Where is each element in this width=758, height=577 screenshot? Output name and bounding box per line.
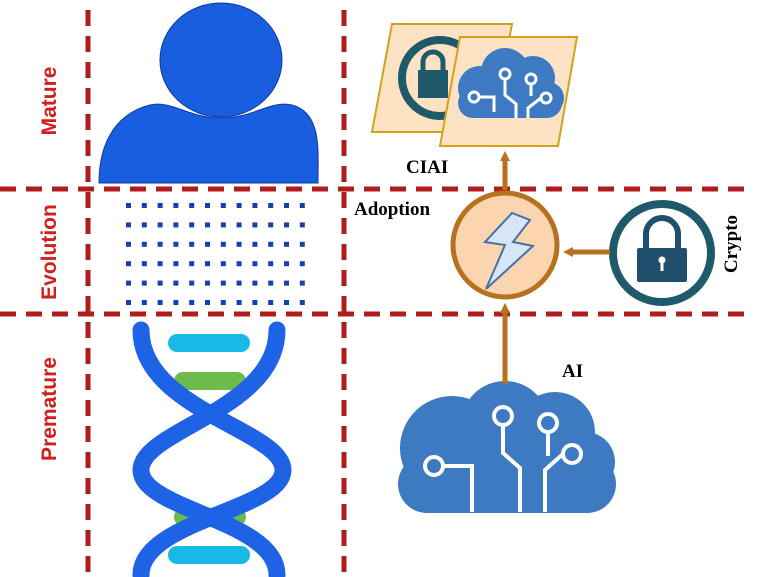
- grid-dot: [126, 241, 131, 247]
- grid-dot: [268, 261, 274, 267]
- grid-dot: [157, 241, 163, 247]
- row-label-mature: Mature: [38, 67, 61, 136]
- grid-dot: [268, 280, 274, 286]
- grid-dot: [141, 203, 147, 208]
- grid-dot: [252, 261, 258, 267]
- grid-dot: [205, 203, 210, 208]
- grid-dot: [299, 280, 305, 286]
- grid-dot: [236, 222, 242, 228]
- grid-dot: [220, 261, 226, 267]
- grid-dot: [126, 222, 131, 228]
- grid-dot: [284, 261, 289, 267]
- grid-dot: [189, 261, 195, 267]
- padlock-circle-icon: [609, 200, 715, 306]
- grid-dot: [284, 241, 289, 247]
- grid-dot: [284, 203, 289, 208]
- grid-dot: [205, 261, 210, 267]
- ai-brain-card-icon: [438, 36, 579, 147]
- label-crypto: Crypto: [721, 215, 742, 273]
- grid-dot: [126, 261, 131, 267]
- grid-dot: [284, 222, 289, 228]
- grid-dot: [173, 241, 179, 247]
- grid-dot: [236, 203, 242, 208]
- grid-dot: [173, 280, 179, 286]
- grid-dot: [189, 241, 195, 247]
- grid-dot: [126, 280, 131, 286]
- grid-dot: [205, 280, 210, 286]
- grid-dot: [205, 241, 210, 247]
- grid-dot: [189, 203, 195, 208]
- grid-dot: [173, 261, 179, 267]
- grid-dot: [252, 241, 258, 247]
- grid-dot: [173, 300, 179, 305]
- row-label-evolution: Evolution: [38, 204, 61, 300]
- grid-dot: [252, 300, 258, 305]
- grid-dot: [299, 222, 305, 228]
- grid-dot: [205, 300, 210, 305]
- grid-dot: [141, 280, 147, 286]
- grid-dot: [236, 300, 242, 305]
- grid-dot: [220, 280, 226, 286]
- grid-dot: [126, 203, 131, 208]
- label-ciai: CIAI: [406, 157, 448, 178]
- grid-dot: [157, 222, 163, 228]
- grid-dot: [189, 300, 195, 305]
- grid-dividers: [0, 10, 745, 577]
- grid-dot: [299, 300, 305, 305]
- grid-dot: [173, 203, 179, 208]
- grid-dot: [141, 300, 147, 305]
- grid-dot: [141, 261, 147, 267]
- grid-dot: [220, 300, 226, 305]
- grid-dot: [252, 222, 258, 228]
- grid-dot: [299, 241, 305, 247]
- grid-dot: [236, 261, 242, 267]
- lightning-circle-icon: [450, 190, 560, 300]
- grid-dot: [141, 241, 147, 247]
- grid-dot: [252, 280, 258, 286]
- grid-dot: [189, 222, 195, 228]
- grid-dot: [284, 300, 289, 305]
- dna-helix-icon: [132, 321, 292, 577]
- dot-grid-icon: [126, 203, 305, 305]
- grid-dot: [205, 222, 210, 228]
- person-icon: [98, 2, 319, 184]
- grid-dot: [299, 203, 305, 208]
- grid-dot: [173, 222, 179, 228]
- grid-dot: [268, 222, 274, 228]
- label-adoption: Adoption: [354, 199, 430, 220]
- ai-cloud-icon: [398, 381, 616, 513]
- grid-dot: [189, 280, 195, 286]
- grid-dot: [141, 222, 147, 228]
- grid-dot: [268, 241, 274, 247]
- grid-dot: [220, 203, 226, 208]
- grid-dot: [284, 280, 289, 286]
- grid-dot: [157, 300, 163, 305]
- grid-dot: [157, 261, 163, 267]
- grid-dot: [157, 280, 163, 286]
- grid-dot: [252, 203, 258, 208]
- grid-dot: [299, 261, 305, 267]
- row-label-premature: Premature: [38, 357, 61, 461]
- flow-arrows: [500, 151, 610, 384]
- grid-dot: [236, 280, 242, 286]
- grid-dot: [268, 300, 274, 305]
- grid-dot: [126, 300, 131, 305]
- grid-dot: [268, 203, 274, 208]
- grid-dot: [220, 222, 226, 228]
- grid-dot: [157, 203, 163, 208]
- label-ai: AI: [562, 361, 583, 382]
- grid-dot: [220, 241, 226, 247]
- grid-dot: [236, 241, 242, 247]
